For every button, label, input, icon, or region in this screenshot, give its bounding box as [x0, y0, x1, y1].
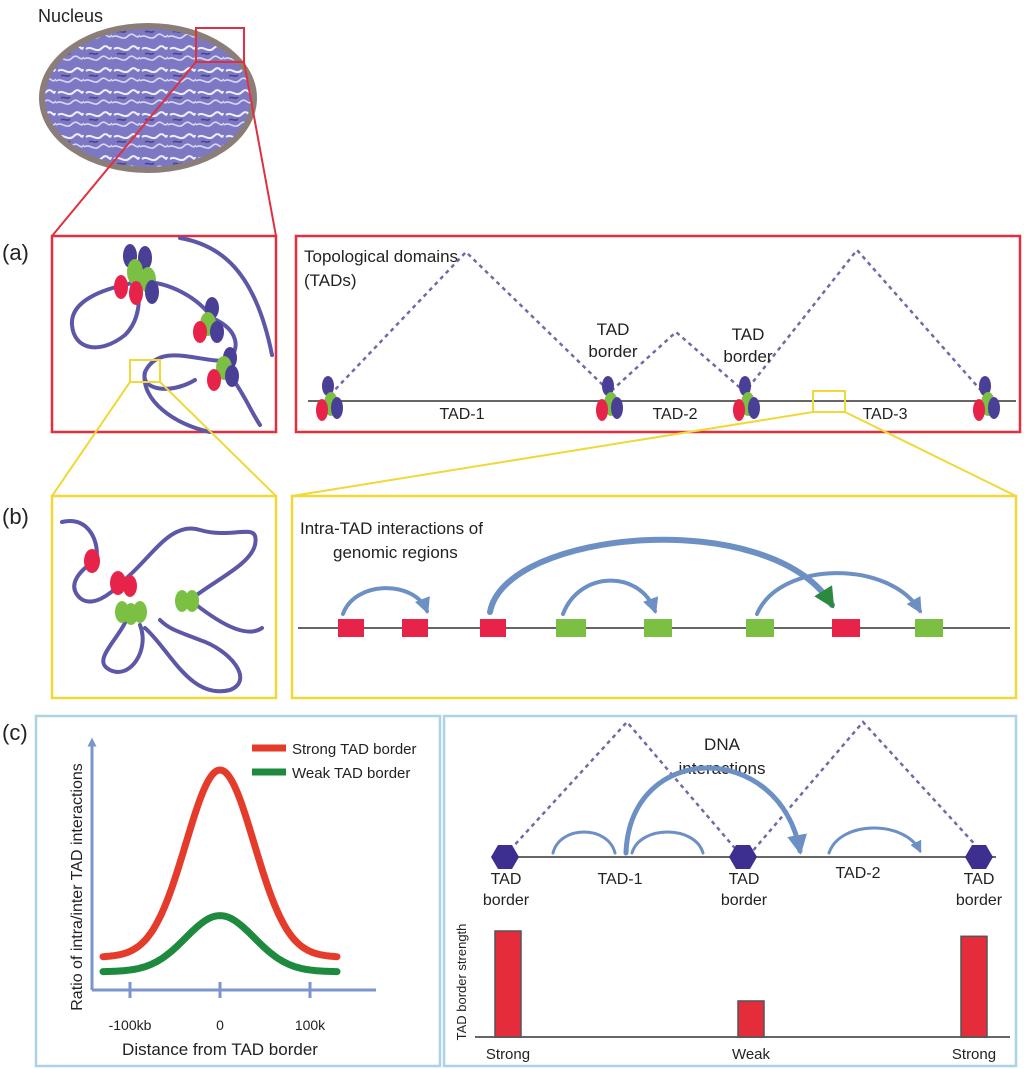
border-hexagon-3: [965, 845, 993, 869]
chart-x-tick-label: 0: [216, 1017, 224, 1033]
chart-x-tick-label: 100k: [295, 1017, 326, 1033]
panel-a-yellow-zoom-box: [129, 359, 161, 383]
panel-a-title-line2: (TADs): [304, 271, 357, 290]
nucleus: [39, 23, 257, 173]
zoom-line-yellow-2: [159, 381, 277, 497]
panel-a-right-frame: [294, 234, 1022, 434]
strength-bar: [494, 930, 522, 1038]
protein-cluster-a2: [193, 297, 224, 343]
chart-series-line: [99, 912, 341, 976]
border-c-1-word2: border: [483, 892, 530, 909]
tad-border-2-word2: border: [723, 347, 772, 366]
region-red-3: [480, 619, 506, 637]
tad-border-2-word1: TAD: [732, 325, 765, 344]
panel-b-letter: (b): [2, 504, 29, 529]
arc-c-4: [827, 826, 922, 855]
protein-cluster-a3: [207, 347, 239, 391]
border-protein-cluster-1: [316, 376, 343, 421]
panel-c-right-frame: [442, 714, 1018, 1068]
region-green-3: [746, 619, 774, 637]
chart-series-line: [99, 766, 341, 961]
tad-3-label: TAD-3: [862, 406, 907, 423]
arc-b-4: [755, 571, 922, 616]
tad-1-label-c: TAD-1: [597, 871, 642, 888]
tad-2-label-c: TAD-2: [835, 865, 880, 882]
panel-b-title-line2: genomic regions: [333, 543, 458, 562]
border-c-1-word1: TAD: [491, 871, 522, 888]
region-green-2: [644, 619, 672, 637]
strength-bars: Strong Weak Strong: [486, 930, 996, 1063]
strength-axis-label: TAD border strength: [454, 924, 469, 1041]
tad-2-label: TAD-2: [652, 406, 697, 423]
legend-label: Weak TAD border: [292, 765, 410, 782]
region-red-2: [402, 619, 428, 637]
panel-c-left-frame: [34, 714, 442, 1068]
border-c-2-word2: border: [721, 892, 768, 909]
chart-x-tick-label: -100kb: [109, 1017, 152, 1033]
tad-border-1-word1: TAD: [597, 320, 630, 339]
panel-a-right-yellow-zoom-box: [812, 390, 846, 413]
chart-xlabel: Distance from TAD border: [122, 1040, 318, 1059]
panel-a-letter: (a): [2, 240, 29, 265]
strength-bar-label: Strong: [486, 1046, 530, 1063]
arc-c-1: [551, 830, 617, 855]
strength-bar: [737, 1000, 765, 1038]
border-protein-cluster-4: [973, 376, 1000, 421]
zoom-line-yellow-4: [844, 411, 1017, 497]
region-red-1: [338, 619, 364, 637]
arc-b-2: [487, 536, 835, 615]
panel-c-letter: (c): [2, 720, 28, 745]
panel-a-left-frame: [50, 234, 278, 434]
protein-cluster-a1: [114, 244, 159, 305]
dna-interactions-line1: DNA: [704, 735, 741, 754]
strength-bar: [960, 935, 988, 1038]
nucleus-label: Nucleus: [38, 6, 103, 26]
region-red-4: [832, 619, 860, 637]
border-hexagon-1: [491, 845, 519, 869]
arc-c-3: [623, 765, 807, 856]
interaction-arcs-b: [341, 536, 922, 616]
border-c-3-word2: border: [956, 892, 1003, 909]
zoom-line-red-right: [243, 61, 277, 237]
zoom-line-red-left: [51, 61, 197, 237]
zoom-line-yellow-1: [51, 381, 131, 497]
arc-c-2: [630, 830, 705, 855]
border-c-2-word1: TAD: [729, 871, 760, 888]
strength-bar-label: Weak: [732, 1046, 771, 1063]
tad-1-label: TAD-1: [439, 406, 484, 423]
interaction-arcs-c: [551, 765, 922, 856]
nucleus-zoom-box: [195, 27, 245, 63]
panel-a-title-line1: Topological domains: [304, 247, 458, 266]
border-hexagon-2: [729, 845, 757, 869]
arc-b-1: [341, 586, 430, 616]
border-c-3-word1: TAD: [964, 871, 995, 888]
legend-label: Strong TAD border: [292, 741, 417, 758]
tad-border-1-word2: border: [588, 342, 637, 361]
genomic-region-markers: [338, 619, 943, 637]
protein-cluster-b: [84, 549, 199, 625]
zoom-line-yellow-3: [291, 411, 814, 497]
arc-b-3: [561, 578, 659, 616]
panel-b-title-line1: Intra-TAD interactions of: [300, 519, 483, 538]
strength-bar-label: Strong: [952, 1046, 996, 1063]
region-green-4: [915, 619, 943, 637]
region-green-1: [556, 619, 586, 637]
border-protein-cluster-2: [596, 376, 623, 421]
border-protein-cluster-3: [733, 376, 760, 421]
chart-ylabel: Ratio of intra/inter TAD interactions: [69, 763, 86, 1011]
